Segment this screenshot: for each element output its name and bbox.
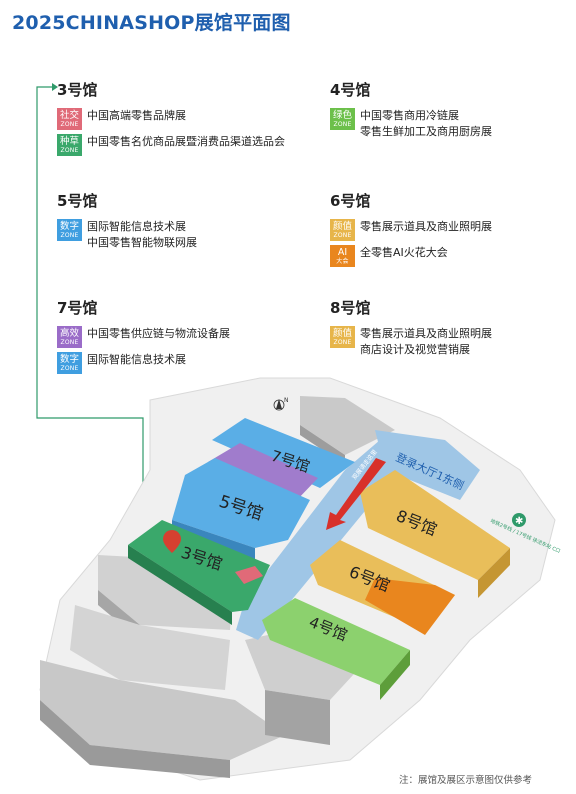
hall-7-purple — [208, 443, 318, 502]
exhibition-name: 全零售AI火花大会 — [360, 246, 448, 259]
zone-badge-sublabel: 大会 — [336, 257, 349, 265]
page-title: 2025CHINASHOP展馆平面图 — [12, 12, 291, 34]
zone-badge-label: 数字 — [59, 220, 79, 232]
exhibition-name: 国际智能信息技术展 — [87, 220, 186, 233]
lobby-east — [375, 430, 480, 500]
hall-5-block — [172, 458, 310, 548]
zone-badge-label: 种草 — [59, 135, 79, 147]
hall-8-side — [478, 548, 510, 598]
zone-badge-sublabel: ZONE — [60, 338, 79, 346]
zone-badge-label: 社交 — [59, 109, 79, 121]
hall-8-title: 8号馆 — [330, 299, 371, 317]
exhibition-list: 零售展示道具及商业照明展商店设计及视觉营销展 — [360, 326, 492, 358]
hall-3-title: 3号馆 — [57, 81, 98, 99]
footnote: 注：展馆及展区示意图仅供参考 — [398, 775, 532, 786]
hall-4-block — [262, 598, 410, 685]
exhibition-name: 零售展示道具及商业照明展 — [360, 220, 492, 233]
zone-badge-label: 颜值 — [332, 220, 352, 232]
hall-8-block — [360, 470, 510, 580]
hall-6-ai-zone — [365, 578, 455, 635]
metro-icon-glyph: ✱ — [515, 516, 523, 527]
grey-building-front-side — [40, 700, 230, 778]
exhibition-name: 国际智能信息技术展 — [87, 353, 186, 366]
exhibition-name: 零售展示道具及商业照明展 — [360, 327, 492, 340]
grey-building-right-side — [265, 690, 330, 745]
exhibition-name: 中国零售供应链与物流设备展 — [87, 327, 230, 340]
exhibition-name: 中国高端零售品牌展 — [87, 109, 186, 122]
hall-3-marker-icon — [163, 530, 181, 553]
exhibition-name: 中国零售名优商品展暨消费品渠道选品会 — [87, 135, 285, 148]
hall-7-title: 7号馆 — [57, 299, 98, 317]
zone-badge-label: 数字 — [59, 353, 79, 365]
grey-building-right — [245, 628, 365, 700]
grey-building-top — [300, 396, 395, 455]
zone-badge-sublabel: ZONE — [333, 120, 352, 128]
grey-building-front — [40, 660, 285, 760]
zone-badge-sublabel: ZONE — [60, 146, 79, 154]
hall-4-side — [380, 650, 410, 700]
zone-badge-label: 高效 — [59, 327, 79, 339]
hall-5-side — [172, 520, 255, 560]
grey-building-left-2 — [70, 605, 230, 690]
exhibition-list: 中国高端零售品牌展 — [87, 108, 186, 124]
north-label: N — [284, 397, 289, 404]
exhibition-list: 国际智能信息技术展 — [87, 352, 186, 368]
exhibition-list: 国际智能信息技术展中国零售智能物联网展 — [87, 219, 197, 251]
north-icon-arrow — [276, 399, 282, 409]
hall-4-title: 4号馆 — [330, 81, 371, 99]
hall-5-title: 5号馆 — [57, 192, 98, 210]
exhibition-name: 中国零售商用冷链展 — [360, 109, 459, 122]
exhibition-list: 零售展示道具及商业照明展 — [360, 219, 492, 235]
zone-badge-sublabel: ZONE — [60, 364, 79, 372]
connector-arrow-top — [52, 83, 58, 91]
zone-badge-sublabel: ZONE — [60, 231, 79, 239]
zone-badge-label: AI — [337, 246, 348, 258]
hall-6-title: 6号馆 — [330, 192, 371, 210]
exhibition-list: 中国零售商用冷链展零售生鲜加工及商用厨房展 — [360, 108, 492, 140]
zone-badge-sublabel: ZONE — [333, 231, 352, 239]
zone-badge-sublabel: ZONE — [333, 338, 352, 346]
zone-badge-label: 绿色 — [332, 109, 352, 121]
exhibition-name: 中国零售智能物联网展 — [87, 236, 197, 249]
zone-badge-sublabel: ZONE — [60, 120, 79, 128]
exhibition-list: 中国零售供应链与物流设备展 — [87, 326, 230, 342]
hall-7-block — [212, 418, 355, 488]
exhibition-list: 中国零售名优商品展暨消费品渠道选品会 — [87, 134, 285, 150]
entrance-arrow — [326, 458, 386, 530]
hall-3-block — [128, 520, 270, 612]
hall-3-connector — [36, 86, 144, 528]
exhibition-list: 全零售AI火花大会 — [360, 245, 448, 261]
exhibition-name: 零售生鲜加工及商用厨房展 — [360, 125, 492, 138]
exhibition-name: 商店设计及视觉营销展 — [360, 343, 470, 356]
hall-3-social-zone — [235, 566, 263, 584]
hall-3-side — [128, 545, 232, 625]
zone-badge-label: 颜值 — [332, 327, 352, 339]
metro-icon — [512, 513, 526, 527]
